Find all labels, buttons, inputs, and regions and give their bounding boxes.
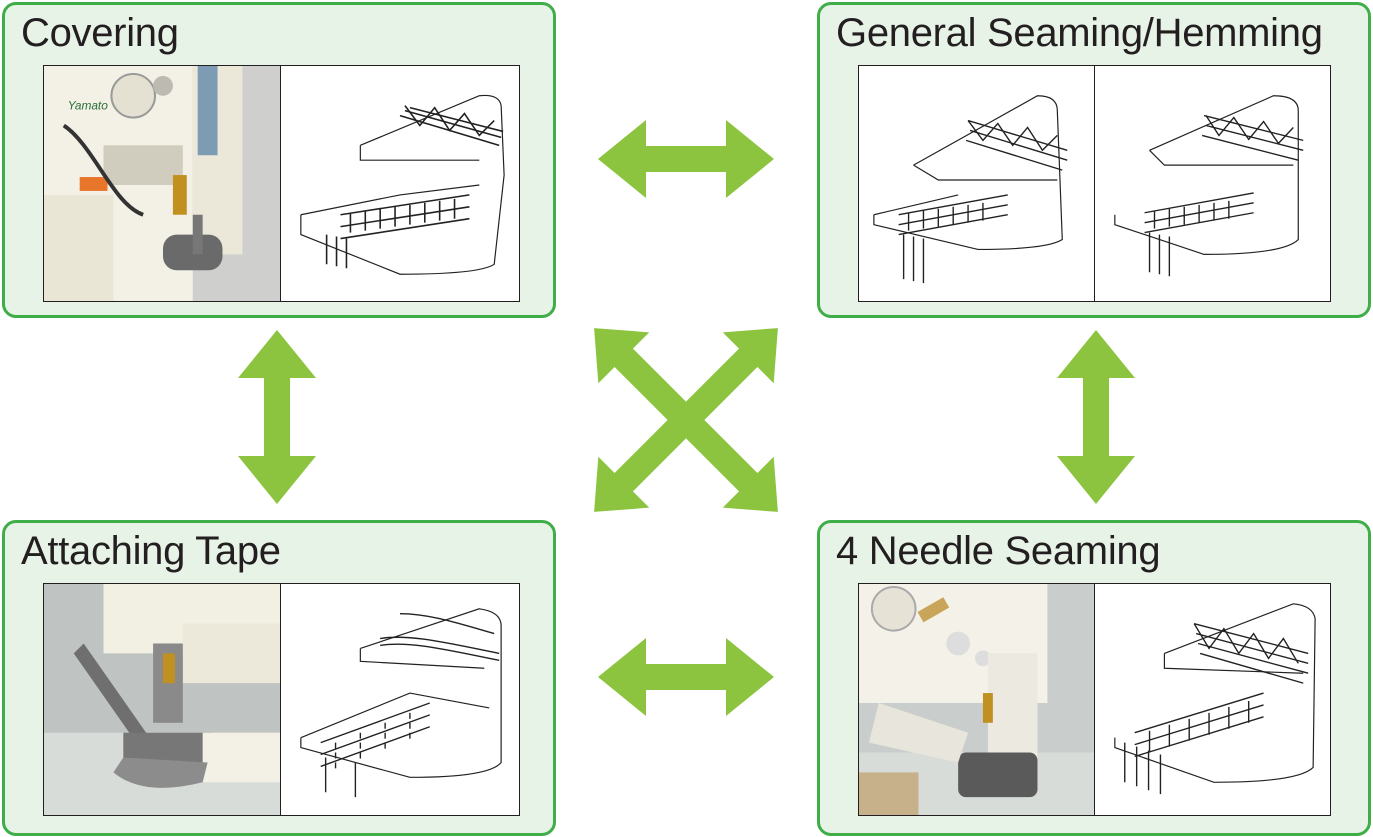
vertical-double-arrow-right — [1057, 330, 1135, 504]
panel-title: Attaching Tape — [21, 529, 281, 573]
brand-logo: Yamato — [68, 99, 108, 113]
attaching-tape-panel: Attaching Tape — [2, 520, 556, 836]
sewing-machine-photo: Yamato — [43, 65, 281, 302]
sewing-machine-photo — [858, 583, 1095, 816]
horizontal-double-arrow-top — [598, 120, 774, 198]
four-needle-seaming-panel: 4 Needle Seaming — [817, 520, 1371, 836]
sewing-machine-photo — [43, 583, 281, 816]
diagonal-cross-arrows — [594, 328, 778, 512]
stitch-diagram — [1094, 583, 1331, 816]
stitch-diagram — [1094, 65, 1331, 302]
panel-title: Covering — [21, 11, 179, 55]
panel-title: 4 Needle Seaming — [836, 529, 1161, 573]
panel-title: General Seaming/Hemming — [836, 11, 1323, 55]
horizontal-double-arrow-bottom — [598, 638, 774, 716]
stitch-diagram — [280, 583, 520, 816]
general-seaming-panel: General Seaming/Hemming — [817, 2, 1371, 318]
vertical-double-arrow-left — [238, 330, 316, 504]
covering-panel: Covering Yamato — [2, 2, 556, 318]
stitch-diagram — [858, 65, 1095, 302]
stitch-diagram — [280, 65, 520, 302]
